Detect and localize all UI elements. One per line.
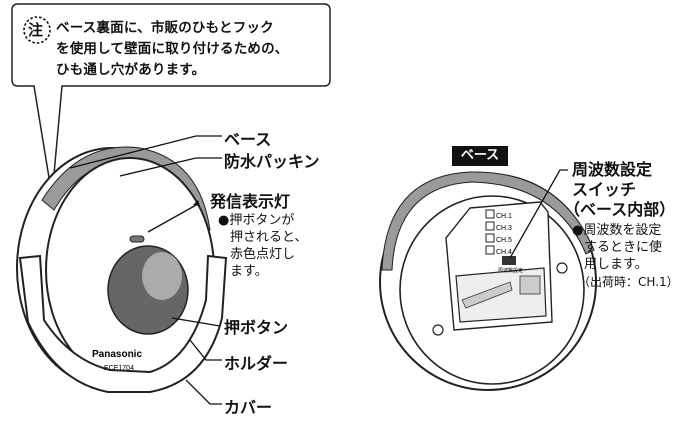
ch-label-4: CH.4	[496, 249, 512, 256]
note-line-3: ひも通し穴があります。	[56, 62, 206, 78]
switch-desc-1: ●周波数を設定	[572, 223, 662, 238]
ch-label-3: CH.5	[496, 237, 512, 244]
lamp-desc-4: ます。	[230, 264, 268, 279]
switch-desc-3: 用します。	[584, 257, 648, 272]
switch-title-1: 周波数設定	[572, 160, 653, 179]
switch-title-2: スイッチ	[572, 180, 637, 199]
lamp-desc-2: 押されると、	[230, 230, 308, 245]
ch-label-1: CH.1	[496, 213, 512, 220]
switch-small-label: 周波数設定	[498, 267, 523, 274]
note-icon: 注	[28, 21, 44, 39]
label-packing: 防水パッキン	[224, 152, 320, 171]
label-button: 押ボタン	[224, 318, 289, 337]
switch-title-3: （ベース内部）	[564, 200, 676, 219]
label-base: ベース	[224, 130, 272, 149]
lamp-indicator	[129, 235, 145, 243]
base-tag: ベース	[452, 146, 508, 166]
note-line-2: を使用して壁面に取り付けるための、	[56, 41, 289, 57]
holder-clip	[18, 254, 228, 393]
label-holder: ホルダー	[224, 354, 289, 373]
switch-desc-4: （出荷時：CH.1）	[578, 275, 679, 289]
brand-text: Panasonic	[92, 349, 142, 360]
dip-switch	[502, 256, 516, 265]
switch-desc-2: するときに使	[584, 240, 663, 255]
note-line-1: ベース裏面に、市販のひもとフック	[56, 20, 274, 36]
lamp-desc-1: ●押ボタンが	[218, 213, 295, 228]
label-cover: カバー	[224, 398, 273, 417]
model-text: ECE1704	[104, 365, 134, 372]
ch-label-2: CH.3	[496, 225, 512, 232]
label-lamp: 発信表示灯	[210, 192, 291, 211]
lamp-desc-3: 赤色点灯し	[230, 247, 296, 262]
base-packing	[381, 171, 595, 271]
